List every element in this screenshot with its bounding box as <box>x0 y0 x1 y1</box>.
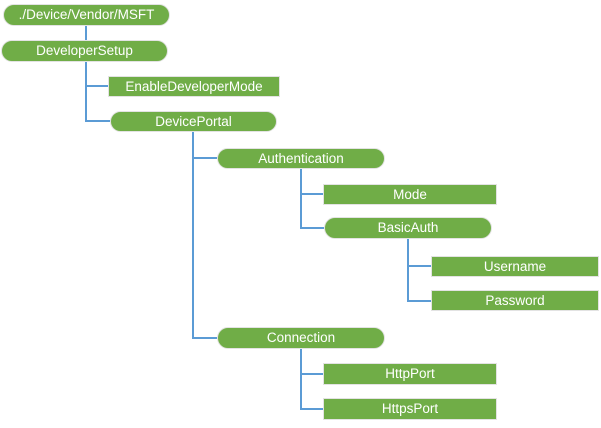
connector-branch-basicauth <box>300 227 325 229</box>
connector-branch-httpsport <box>300 408 324 410</box>
connector-root-to-developersetup <box>85 26 87 41</box>
node-developer-setup: DeveloperSetup <box>1 40 168 62</box>
node-http-port: HttpPort <box>323 363 497 385</box>
node-basic-auth: BasicAuth <box>324 217 492 239</box>
connector-branch-enabledevelopermode <box>85 85 109 87</box>
node-device-vendor-msft: ./Device/Vendor/MSFT <box>3 4 170 26</box>
node-mode: Mode <box>323 184 497 205</box>
node-https-port: HttpsPort <box>323 398 497 420</box>
connector-branch-password <box>407 300 432 302</box>
connector-branch-authentication <box>192 157 218 159</box>
connector-developersetup-trunk <box>85 62 87 122</box>
node-authentication: Authentication <box>217 148 385 169</box>
connector-branch-httpport <box>300 373 324 375</box>
connector-branch-username <box>407 265 432 267</box>
connector-branch-deviceportal <box>85 120 111 122</box>
node-connection: Connection <box>217 327 385 349</box>
connector-branch-connection <box>192 337 218 339</box>
connector-connection-trunk <box>300 349 302 410</box>
node-enable-developer-mode: EnableDeveloperMode <box>108 76 280 97</box>
connector-branch-mode <box>300 193 324 195</box>
node-password: Password <box>431 290 599 311</box>
node-device-portal: DevicePortal <box>110 111 277 132</box>
connector-authentication-trunk <box>300 169 302 229</box>
node-username: Username <box>431 256 599 277</box>
connector-basicauth-trunk <box>407 239 409 302</box>
connector-deviceportal-trunk <box>192 132 194 339</box>
